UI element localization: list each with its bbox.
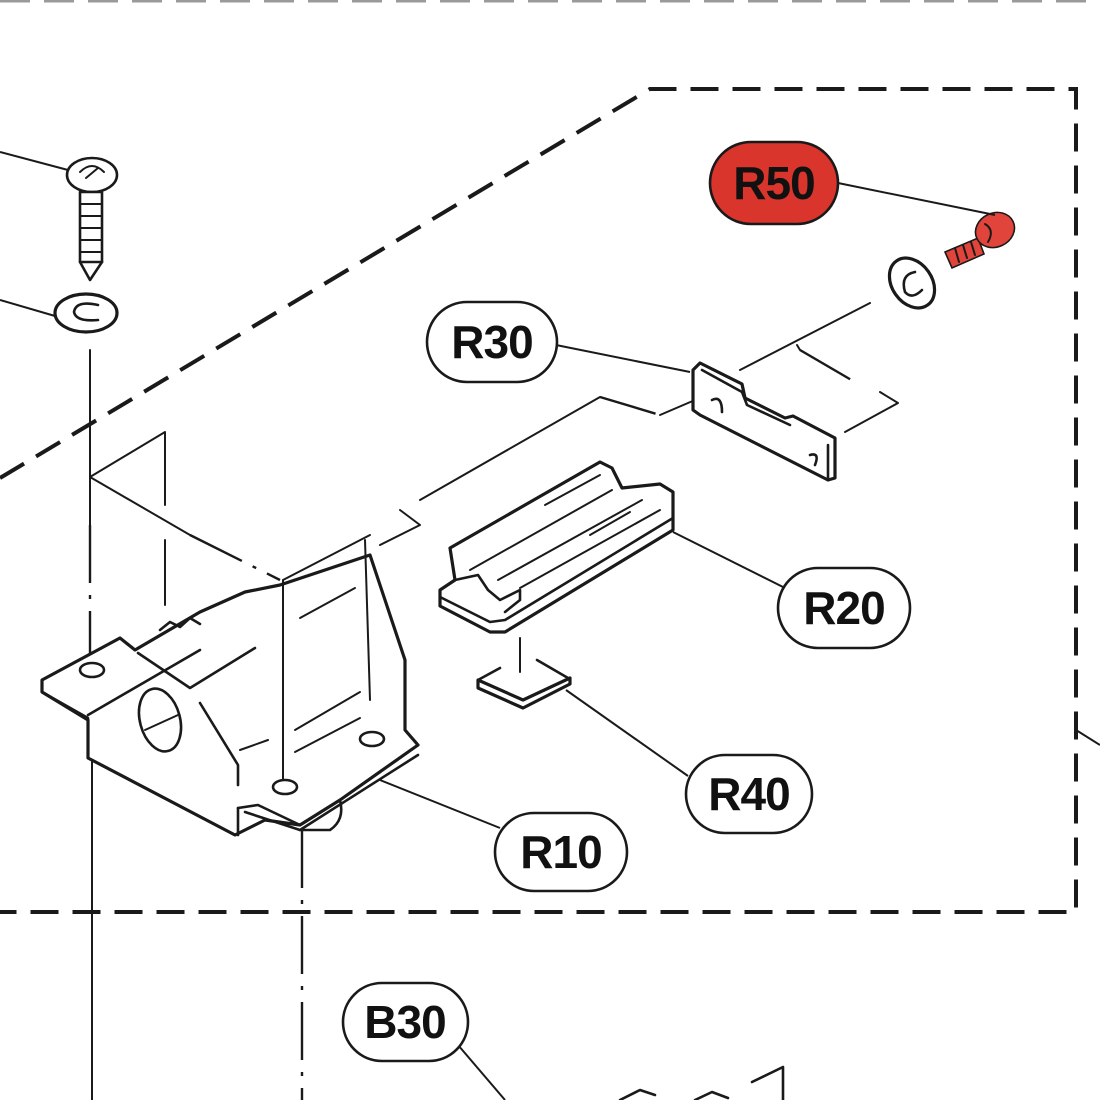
- callout-r50-label: R50: [733, 157, 814, 209]
- bracket-r30-part[interactable]: [555, 344, 837, 482]
- screw-part[interactable]: [0, 151, 119, 282]
- guide-r20-part[interactable]: [438, 460, 786, 673]
- callout-r10-label: R10: [520, 826, 601, 878]
- callout-b30-label: B30: [364, 996, 445, 1048]
- bolt-r50-part[interactable]: [837, 182, 1020, 270]
- callout-r40-label: R40: [708, 768, 789, 820]
- housing-r10-part[interactable]: [40, 534, 501, 837]
- callout-r30[interactable]: R30: [425, 300, 559, 384]
- callout-b30[interactable]: B30: [341, 981, 470, 1063]
- callout-r40[interactable]: R40: [684, 753, 814, 835]
- washer-left-part[interactable]: [0, 292, 119, 334]
- callout-r20-label: R20: [803, 582, 884, 634]
- group-boundary-dashed: [0, 87, 1078, 914]
- callout-r50[interactable]: R50: [708, 140, 840, 226]
- callout-r20[interactable]: R20: [776, 566, 912, 650]
- washer-right-part[interactable]: [880, 249, 944, 316]
- callout-r10[interactable]: R10: [493, 811, 629, 893]
- pad-r40-part[interactable]: [476, 658, 689, 777]
- callout-r30-label: R30: [451, 316, 532, 368]
- lower-assembly-b30-partial: [457, 1044, 785, 1100]
- boundary-exit-leader: [1075, 729, 1100, 746]
- projection-lines: [89, 302, 899, 606]
